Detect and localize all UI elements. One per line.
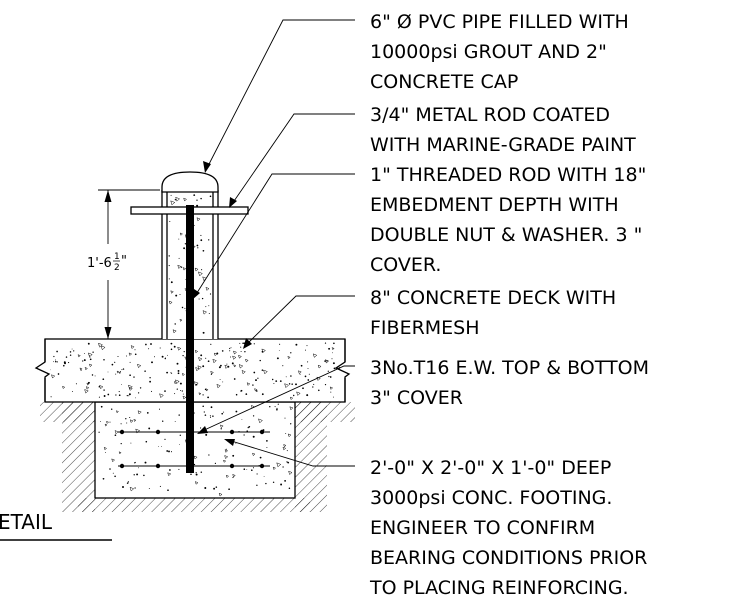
note-line: ENGINEER TO CONFIRM xyxy=(370,517,595,539)
note-line: 3/4" METAL ROD COATED xyxy=(370,104,610,126)
note-line: 10000psi GROUT AND 2" xyxy=(370,41,607,63)
note-metal-rod: 3/4" METAL ROD COATED WITH MARINE-GRADE … xyxy=(370,104,636,156)
note-line: 6" Ø PVC PIPE FILLED WITH xyxy=(370,11,629,33)
detail-title-text: ETAIL xyxy=(0,510,53,534)
earth-hatching xyxy=(40,402,355,512)
note-line: TO PLACING REINFORCING. xyxy=(369,577,629,599)
note-threaded-rod: 1" THREADED ROD WITH 18" EMBEDMENT DEPTH… xyxy=(370,164,646,276)
note-footing: 2'-0" X 2'-0" X 1'-0" DEEP 3000psi CONC.… xyxy=(369,457,647,599)
note-line: EMBEDMENT DEPTH WITH xyxy=(370,194,619,216)
detail-title: ETAIL xyxy=(0,510,112,541)
reinforcement-bars xyxy=(118,429,270,469)
dimension-numerator: 1 xyxy=(114,252,120,262)
note-line: 8" CONCRETE DECK WITH xyxy=(370,287,616,309)
note-line: BEARING CONDITIONS PRIOR xyxy=(370,547,647,569)
note-reinforcement: 3No.T16 E.W. TOP & BOTTOM 3" COVER xyxy=(370,357,649,409)
dimension-whole: 1'-6 xyxy=(87,256,112,271)
note-line: 3No.T16 E.W. TOP & BOTTOM xyxy=(370,357,649,379)
note-line: 3" COVER xyxy=(370,387,463,409)
height-dimension: 1'-6 1 2 " xyxy=(87,189,160,339)
threaded-rod xyxy=(186,205,194,473)
concrete-footing xyxy=(94,401,296,499)
leader-lines xyxy=(192,19,355,467)
note-line: 3000psi CONC. FOOTING. xyxy=(370,487,612,509)
note-line: COVER. xyxy=(370,254,441,276)
note-line: 2'-0" X 2'-0" X 1'-0" DEEP xyxy=(370,457,611,479)
note-line: CONCRETE CAP xyxy=(370,71,518,93)
note-line: DOUBLE NUT & WASHER. 3 " xyxy=(370,224,642,246)
note-pvc-pipe: 6" Ø PVC PIPE FILLED WITH 10000psi GROUT… xyxy=(370,11,629,93)
dimension-denominator: 2 xyxy=(114,263,120,273)
note-line: WITH MARINE-GRADE PAINT xyxy=(370,134,636,156)
note-line: FIBERMESH xyxy=(370,317,480,339)
dimension-inch-mark: " xyxy=(121,254,127,269)
concrete-deck xyxy=(34,338,356,403)
note-line: 1" THREADED ROD WITH 18" xyxy=(370,164,646,186)
note-concrete-deck: 8" CONCRETE DECK WITH FIBERMESH xyxy=(370,287,616,339)
